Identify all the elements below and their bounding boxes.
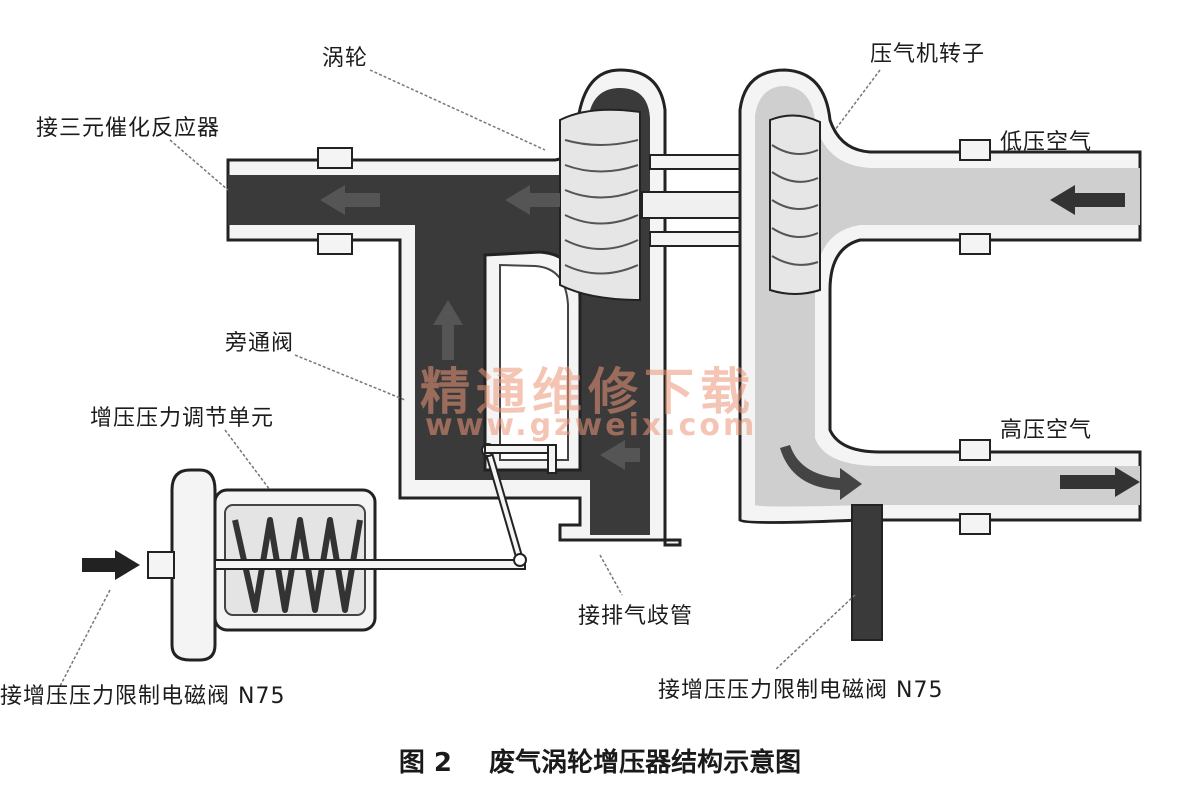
label-bypass-valve: 旁通阀 — [225, 331, 295, 356]
arrow-exhaust-up — [433, 300, 463, 360]
leader-lines — [57, 69, 881, 691]
arrow-high-pressure — [1060, 467, 1140, 497]
arrow-actuator-in — [82, 550, 140, 580]
label-to-n75-left: 接增压压力限制电磁阀 N75 — [0, 684, 286, 709]
bypass-flap — [484, 444, 556, 454]
n75-pipe-right — [851, 504, 883, 641]
label-low-pressure-air: 低压空气 — [1000, 130, 1093, 155]
label-compressor-rotor: 压气机转子 — [870, 42, 986, 67]
arrow-low-pressure — [1050, 185, 1125, 215]
figure-number: 图 2 — [398, 748, 453, 778]
label-to-n75-right: 接增压压力限制电磁阀 N75 — [658, 678, 944, 703]
boost-control-actuator — [147, 443, 557, 662]
arrow-exhaust-out-2 — [505, 185, 560, 215]
flow-arrows — [82, 185, 1140, 580]
label-to-exhaust-manifold: 接排气歧管 — [578, 604, 694, 629]
label-turbine: 涡轮 — [322, 46, 369, 71]
intake-air — [755, 86, 1140, 507]
figure-caption: 图 2 废气涡轮增压器结构示意图 — [0, 742, 1200, 779]
label-boost-control-unit: 增压压力调节单元 — [90, 406, 275, 431]
arrow-compressor-turn — [780, 445, 862, 500]
label-high-pressure-air: 高压空气 — [1000, 418, 1093, 443]
intake-duct — [738, 68, 1142, 641]
watermark-url: www.gzweix.com — [425, 408, 758, 443]
push-rod — [214, 559, 526, 570]
actuator-spring — [232, 517, 363, 613]
arrow-exhaust-out-1 — [320, 185, 380, 215]
watermark-cn: 精通维修下载 — [420, 362, 756, 421]
turbine-wheel — [559, 108, 641, 302]
figure-title: 废气涡轮增压器结构示意图 — [489, 748, 802, 778]
arrow-bypass — [600, 440, 640, 470]
compressor-rotor — [769, 114, 821, 295]
label-to-catalyst: 接三元催化反应器 — [36, 116, 221, 141]
